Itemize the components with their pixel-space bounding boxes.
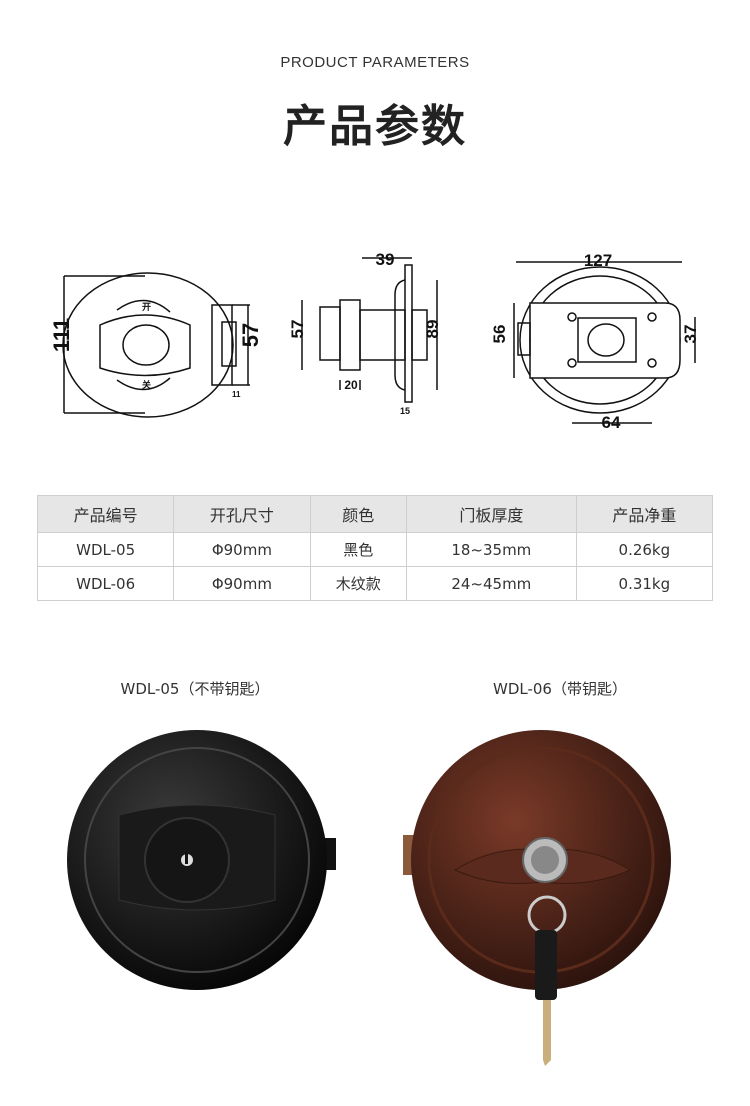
table-cell: 24~45mm <box>405 566 577 601</box>
table-cell: 木纹款 <box>309 566 407 601</box>
table-cell: WDL-05 <box>36 532 175 567</box>
dim-front-latch: 57 <box>238 323 263 347</box>
dim-side-body-width: 20 <box>344 378 358 392</box>
dim-back-width: 127 <box>584 251 612 270</box>
header-cell: 开孔尺寸 <box>173 495 311 533</box>
dim-side-plate: 89 <box>423 320 442 339</box>
dim-side-plate-width: 15 <box>400 406 410 416</box>
header-cell: 颜色 <box>309 495 407 533</box>
product-label-wdl05: WDL-05（不带钥匙） <box>120 680 270 698</box>
front-view-diagram: 111 57 11 开 关 <box>49 272 263 418</box>
table-header-row: 产品编号 开孔尺寸 颜色 门板厚度 产品净重 <box>36 495 714 533</box>
header-cell: 产品净重 <box>575 495 714 533</box>
table-cell: WDL-06 <box>36 566 175 601</box>
side-view-diagram: 39 57 89 20 15 <box>288 250 442 416</box>
table-cell: Φ90mm <box>173 532 311 567</box>
back-view-diagram: 127 64 56 37 <box>490 251 700 432</box>
dim-side-depth: 39 <box>376 250 395 269</box>
header-cell: 产品编号 <box>36 495 175 533</box>
close-mark: 关 <box>142 379 151 390</box>
open-mark: 开 <box>142 302 151 312</box>
dim-back-hole-v: 37 <box>681 325 700 344</box>
table-row: WDL-06 Φ90mm 木纹款 24~45mm 0.31kg <box>36 566 714 601</box>
table-cell: 18~35mm <box>405 532 577 567</box>
parameter-table: 产品编号 开孔尺寸 颜色 门板厚度 产品净重 WDL-05 Φ90mm 黑色 1… <box>36 495 714 601</box>
product-photo-wdl06 <box>403 730 671 1066</box>
table-cell: 黑色 <box>309 532 407 567</box>
table-cell: 0.31kg <box>575 566 714 601</box>
product-photo-wdl05 <box>67 730 336 990</box>
table-cell: Φ90mm <box>173 566 311 601</box>
table-row: WDL-05 Φ90mm 黑色 18~35mm 0.26kg <box>36 532 714 567</box>
product-label-wdl06: WDL-06（带钥匙） <box>493 680 627 698</box>
dim-back-hole-h: 64 <box>602 413 621 432</box>
table-cell: 0.26kg <box>575 532 714 567</box>
section-subtitle: PRODUCT PARAMETERS <box>280 54 470 71</box>
dim-back-plate-height: 56 <box>490 325 509 344</box>
page-title: 产品参数 <box>283 101 467 152</box>
dim-front-latch-depth: 11 <box>232 390 241 399</box>
header-cell: 门板厚度 <box>405 495 577 533</box>
dim-front-height: 111 <box>49 318 74 352</box>
dimension-diagrams: 111 57 11 开 关 39 57 89 20 15 127 <box>49 250 700 432</box>
dim-side-body: 57 <box>288 320 307 339</box>
